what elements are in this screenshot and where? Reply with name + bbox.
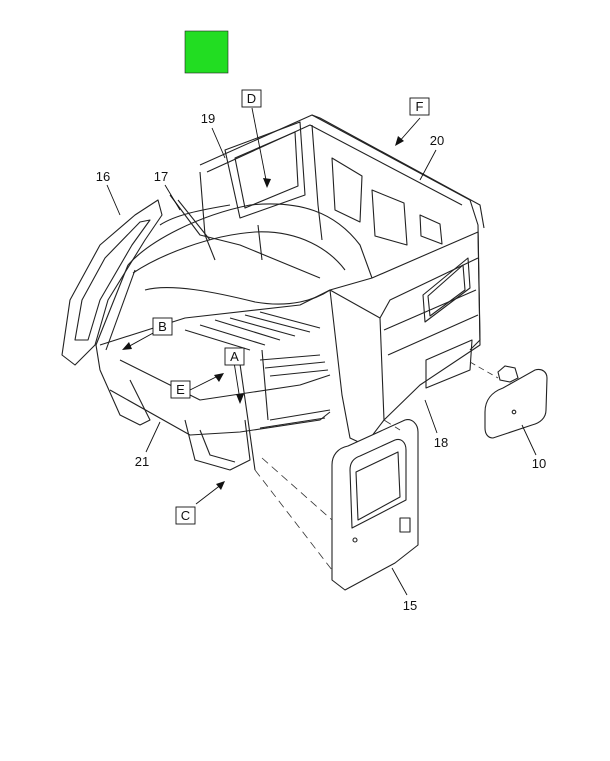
view-label-A-text: A [230, 349, 239, 364]
status-marker [184, 30, 229, 74]
view-label-C: C [175, 506, 196, 525]
view-label-A: A [224, 347, 245, 366]
view-label-C-text: C [181, 508, 190, 523]
callout-19: 19 [201, 111, 215, 126]
cover-alignment-line [469, 361, 499, 379]
view-label-E: E [170, 380, 191, 399]
view-label-B-text: B [158, 319, 167, 334]
cab-frame [61, 114, 485, 471]
callout-17: 17 [154, 169, 168, 184]
callout-16: 16 [96, 169, 110, 184]
view-label-D-text: D [247, 91, 256, 106]
view-label-F: F [409, 97, 430, 116]
access-cover-10 [484, 365, 548, 439]
door-alignment-lines [254, 419, 401, 571]
callout-15: 15 [403, 598, 417, 613]
view-label-D: D [241, 89, 262, 108]
callout-21: 21 [135, 454, 149, 469]
view-label-F-text: F [416, 99, 424, 114]
view-arrowheads [122, 136, 404, 490]
leader-lines [106, 107, 537, 596]
callout-10: 10 [532, 456, 546, 471]
view-label-B: B [152, 317, 173, 336]
view-label-E-text: E [176, 382, 185, 397]
callout-20: 20 [430, 133, 444, 148]
cab-door-15 [331, 419, 419, 591]
callout-18: 18 [434, 435, 448, 450]
